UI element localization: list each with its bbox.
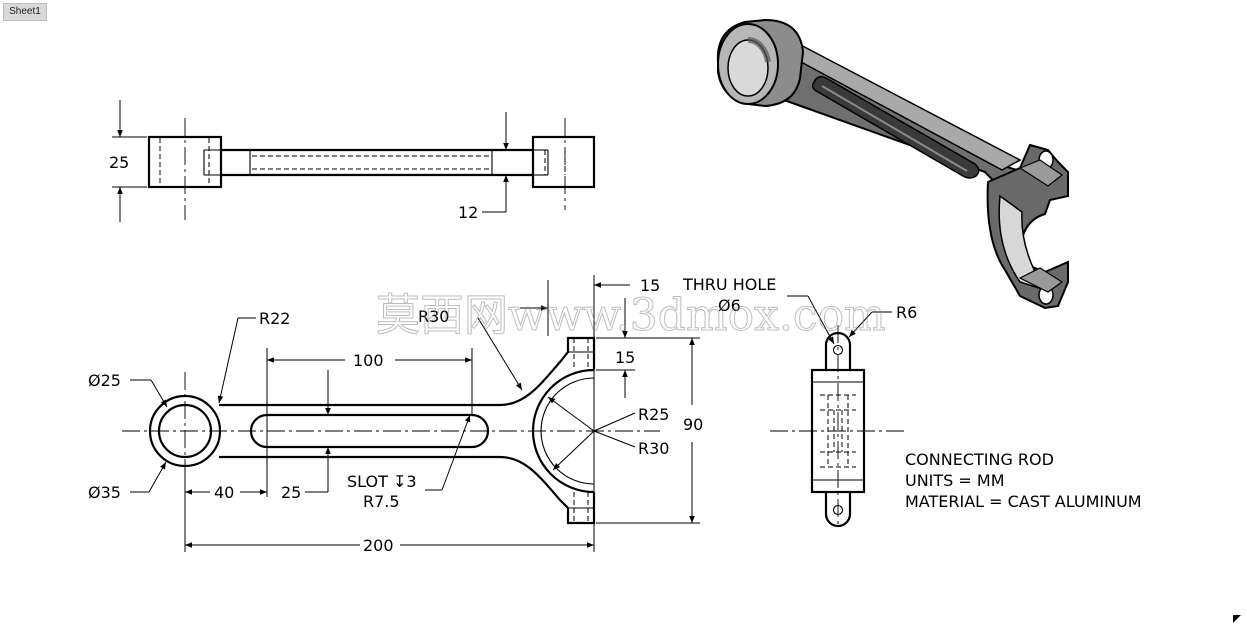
title-line1: CONNECTING ROD xyxy=(905,450,1054,469)
r22-label: R22 xyxy=(259,309,290,328)
overall-length-dim: 200 xyxy=(363,536,394,555)
r25-label: R25 xyxy=(638,405,669,424)
watermark: 莫西网www.3dmox.com xyxy=(376,290,886,341)
isometric-view xyxy=(716,18,1069,310)
dia25-label: Ø25 xyxy=(88,371,121,390)
r6-label: R6 xyxy=(896,303,917,322)
title-line2: UNITS = MM xyxy=(905,471,1005,490)
side-view: THRU HOLE Ø6 R6 xyxy=(682,275,917,528)
front-view: 100 40 25 200 R22 Ø25 Ø35 R30 15 xyxy=(88,275,703,555)
dia35-label: Ø35 xyxy=(88,483,121,502)
sheet-tab[interactable]: Sheet1 xyxy=(3,3,47,21)
thru-hole-note-line2: Ø6 xyxy=(718,296,741,315)
slot-note-line2: R7.5 xyxy=(363,492,400,511)
side-15-dim: 15 xyxy=(615,348,635,367)
top-view: 25 12 xyxy=(109,100,596,222)
title-line3: MATERIAL = CAST ALUMINUM xyxy=(905,492,1142,511)
dist-25-dim: 25 xyxy=(281,483,301,502)
dist-40-dim: 40 xyxy=(214,483,234,502)
top-15-dim: 15 xyxy=(640,276,660,295)
slot-length-dim: 100 xyxy=(353,351,384,370)
top-web-dim: 12 xyxy=(458,203,478,222)
thru-hole-note-line1: THRU HOLE xyxy=(682,275,776,294)
r30-top-label: R30 xyxy=(418,307,449,326)
r30-end-label: R30 xyxy=(638,439,669,458)
slot-note-line1: SLOT ↧3 xyxy=(347,472,417,491)
cursor-icon xyxy=(1233,615,1241,623)
title-block: CONNECTING ROD UNITS = MM MATERIAL = CAS… xyxy=(905,450,1142,511)
height-90-dim: 90 xyxy=(683,415,703,434)
top-height-dim: 25 xyxy=(109,153,129,172)
